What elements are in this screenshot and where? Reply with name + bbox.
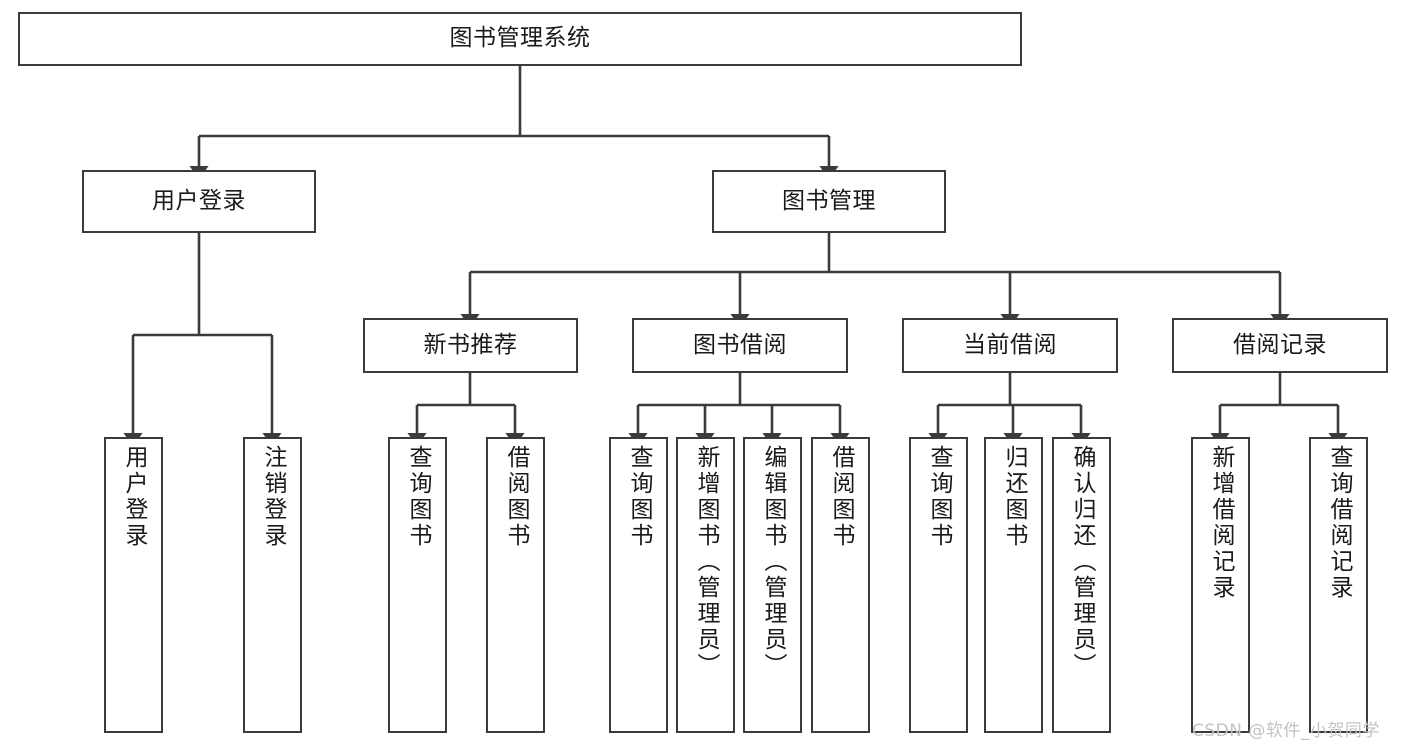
node-label-l-user-logout: 注销登录 xyxy=(260,445,286,549)
node-label-n-book: 图书管理 xyxy=(782,187,876,214)
node-label-root: 图书管理系统 xyxy=(449,25,591,52)
node-box-l-cur-confirm[interactable]: 确认归还（管理员） xyxy=(1052,437,1111,733)
node-box-l-bor-add[interactable]: 新增图书（管理员） xyxy=(676,437,735,733)
node-box-l-bor-query[interactable]: 查询图书 xyxy=(609,437,668,733)
node-label-n-login: 用户登录 xyxy=(152,187,246,214)
node-label-l-bor-edit: 编辑图书（管理员） xyxy=(760,445,786,679)
node-box-l-cur-return[interactable]: 归还图书 xyxy=(984,437,1043,733)
node-label-n-current: 当前借阅 xyxy=(963,331,1057,358)
node-box-l-rec-add[interactable]: 新增借阅记录 xyxy=(1191,437,1250,733)
node-label-l-cur-query: 查询图书 xyxy=(926,445,952,549)
node-box-l-bor-lend[interactable]: 借阅图书 xyxy=(811,437,870,733)
node-box-l-cur-query[interactable]: 查询图书 xyxy=(909,437,968,733)
node-box-n-login[interactable]: 用户登录 xyxy=(82,170,316,233)
node-label-l-new-borrow: 借阅图书 xyxy=(503,445,529,549)
node-box-n-book[interactable]: 图书管理 xyxy=(712,170,946,233)
node-box-l-user-logout[interactable]: 注销登录 xyxy=(243,437,302,733)
node-label-l-rec-add: 新增借阅记录 xyxy=(1208,445,1234,601)
node-label-n-borrow: 图书借阅 xyxy=(693,331,787,358)
node-box-n-record[interactable]: 借阅记录 xyxy=(1172,318,1388,373)
node-label-l-cur-return: 归还图书 xyxy=(1001,445,1027,549)
node-box-root[interactable]: 图书管理系统 xyxy=(18,12,1022,66)
node-label-l-bor-query: 查询图书 xyxy=(626,445,652,549)
node-label-l-cur-confirm: 确认归还（管理员） xyxy=(1069,445,1095,679)
node-label-l-rec-query: 查询借阅记录 xyxy=(1326,445,1352,601)
node-label-l-user-login: 用户登录 xyxy=(121,445,147,549)
node-box-n-new[interactable]: 新书推荐 xyxy=(363,318,578,373)
node-box-n-current[interactable]: 当前借阅 xyxy=(902,318,1118,373)
node-label-n-new: 新书推荐 xyxy=(423,331,518,358)
node-label-l-bor-lend: 借阅图书 xyxy=(828,445,854,549)
node-box-n-borrow[interactable]: 图书借阅 xyxy=(632,318,848,373)
node-label-l-new-query: 查询图书 xyxy=(405,445,431,549)
node-box-l-rec-query[interactable]: 查询借阅记录 xyxy=(1309,437,1368,733)
node-label-l-bor-add: 新增图书（管理员） xyxy=(693,445,719,679)
node-box-l-new-query[interactable]: 查询图书 xyxy=(388,437,447,733)
node-label-n-record: 借阅记录 xyxy=(1233,331,1327,358)
connector-lines xyxy=(123,66,1348,447)
node-box-l-user-login[interactable]: 用户登录 xyxy=(104,437,163,733)
node-box-l-bor-edit[interactable]: 编辑图书（管理员） xyxy=(743,437,802,733)
node-box-l-new-borrow[interactable]: 借阅图书 xyxy=(486,437,545,733)
